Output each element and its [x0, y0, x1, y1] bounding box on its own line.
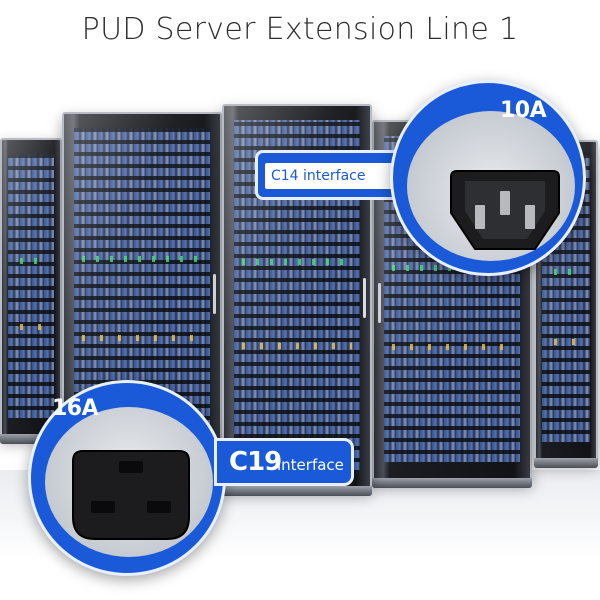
c19-interface-label: C19 interface: [214, 438, 354, 486]
c19-amperage: 16A: [52, 396, 99, 421]
page-title: PUD Server Extension Line 1: [81, 12, 519, 47]
c14-interface-text: C14 interface: [265, 163, 400, 189]
c14-interface-label: C14 interface: [255, 150, 405, 200]
c19-callout: [28, 380, 226, 576]
c14-amperage: 10A: [500, 98, 547, 123]
c19-interface-word: interface: [277, 456, 344, 474]
c19-connector-closeup: [45, 407, 213, 557]
c19-socket-icon: [72, 450, 190, 540]
c14-callout: [390, 80, 586, 276]
c19-interface-code: C19: [229, 447, 282, 477]
c14-connector-closeup: [407, 111, 575, 261]
c14-socket-icon: [450, 170, 560, 250]
server-rack-far-left: [0, 138, 62, 444]
